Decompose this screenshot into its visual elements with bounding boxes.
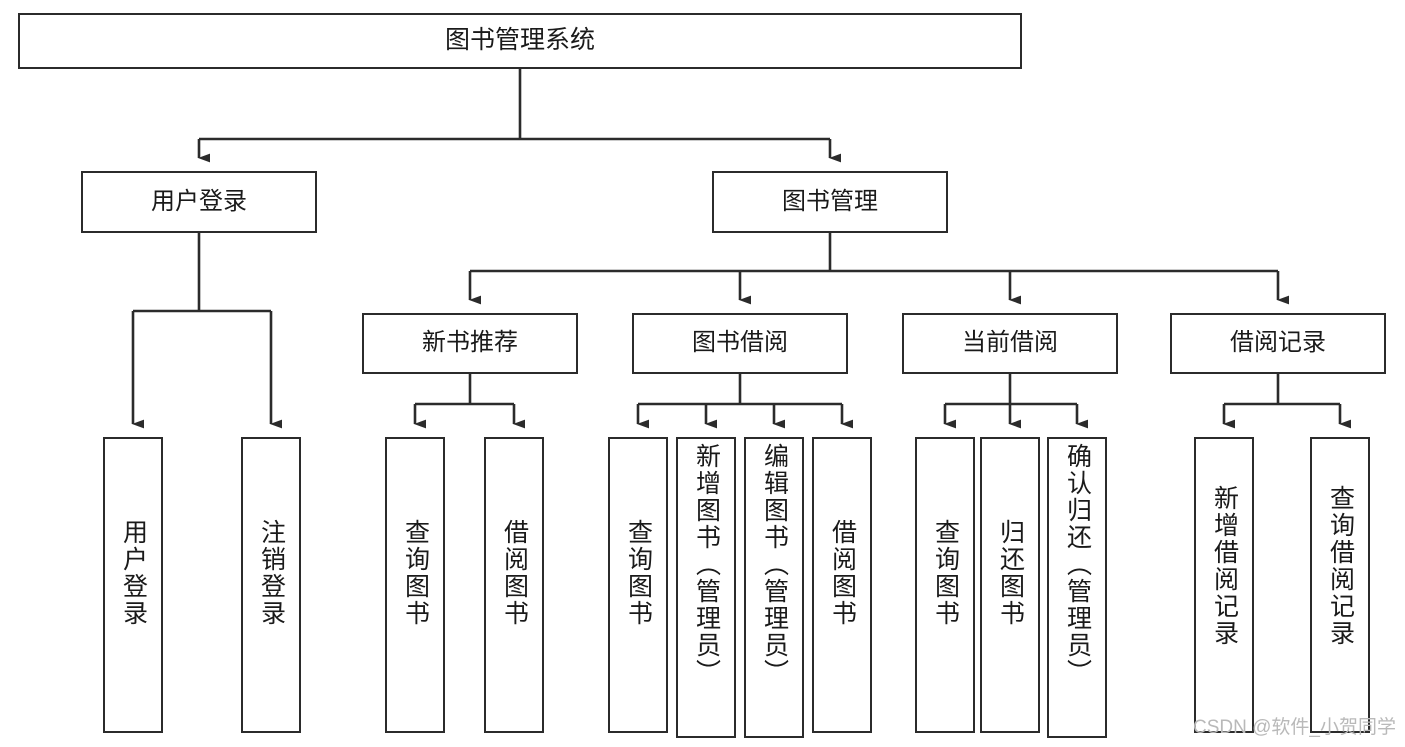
leaf-current-return-book-label: 归还图书: [996, 519, 1025, 627]
node-borrow-records-label: 借阅记录: [1230, 329, 1326, 357]
leaf-records-query-record[interactable]: 查询借阅记录: [1310, 437, 1370, 733]
leaf-borrow-query-book[interactable]: 查询图书: [608, 437, 668, 733]
node-book-borrow[interactable]: 图书借阅: [632, 313, 848, 374]
leaf-current-query-book-label: 查询图书: [931, 519, 960, 627]
node-root-label: 图书管理系统: [444, 26, 595, 55]
leaf-user-login-login[interactable]: 用户登录: [103, 437, 163, 733]
leaf-recommend-borrow-book[interactable]: 借阅图书: [484, 437, 544, 733]
node-book-management[interactable]: 图书管理: [712, 171, 948, 233]
leaf-records-query-record-label: 查询借阅记录: [1326, 485, 1355, 647]
node-root[interactable]: 图书管理系统: [18, 13, 1022, 69]
leaf-records-add-record-label: 新增借阅记录: [1210, 485, 1239, 647]
leaf-borrow-add-book[interactable]: 新增图书（管理员）: [676, 437, 736, 738]
node-current-borrow[interactable]: 当前借阅: [902, 313, 1118, 374]
leaf-borrow-borrow-book-label: 借阅图书: [828, 519, 857, 627]
node-user-login[interactable]: 用户登录: [81, 171, 317, 233]
leaf-borrow-query-book-label: 查询图书: [624, 519, 653, 627]
leaf-current-confirm-return-label: 确认归还（管理员）: [1063, 443, 1092, 686]
node-book-management-label: 图书管理: [782, 187, 878, 215]
leaf-borrow-edit-book-label: 编辑图书（管理员）: [760, 443, 789, 686]
node-book-borrow-label: 图书借阅: [692, 329, 788, 357]
node-current-borrow-label: 当前借阅: [962, 329, 1058, 357]
leaf-current-confirm-return[interactable]: 确认归还（管理员）: [1047, 437, 1107, 738]
leaf-borrow-borrow-book[interactable]: 借阅图书: [812, 437, 872, 733]
leaf-borrow-edit-book[interactable]: 编辑图书（管理员）: [744, 437, 804, 738]
node-new-book-recommend-label: 新书推荐: [422, 329, 518, 357]
leaf-user-login-login-label: 用户登录: [119, 519, 148, 627]
leaf-user-login-logout[interactable]: 注销登录: [241, 437, 301, 733]
leaf-user-login-logout-label: 注销登录: [257, 519, 286, 627]
leaf-current-return-book[interactable]: 归还图书: [980, 437, 1040, 733]
node-new-book-recommend[interactable]: 新书推荐: [362, 313, 578, 374]
node-user-login-label: 用户登录: [151, 187, 247, 215]
csdn-watermark: CSDN @软件_小贺同学: [1193, 717, 1396, 738]
leaf-recommend-borrow-book-label: 借阅图书: [500, 519, 529, 627]
leaf-recommend-query-book-label: 查询图书: [401, 519, 430, 627]
leaf-borrow-add-book-label: 新增图书（管理员）: [692, 443, 721, 686]
leaf-current-query-book[interactable]: 查询图书: [915, 437, 975, 733]
leaf-records-add-record[interactable]: 新增借阅记录: [1194, 437, 1254, 733]
leaf-recommend-query-book[interactable]: 查询图书: [385, 437, 445, 733]
node-borrow-records[interactable]: 借阅记录: [1170, 313, 1386, 374]
